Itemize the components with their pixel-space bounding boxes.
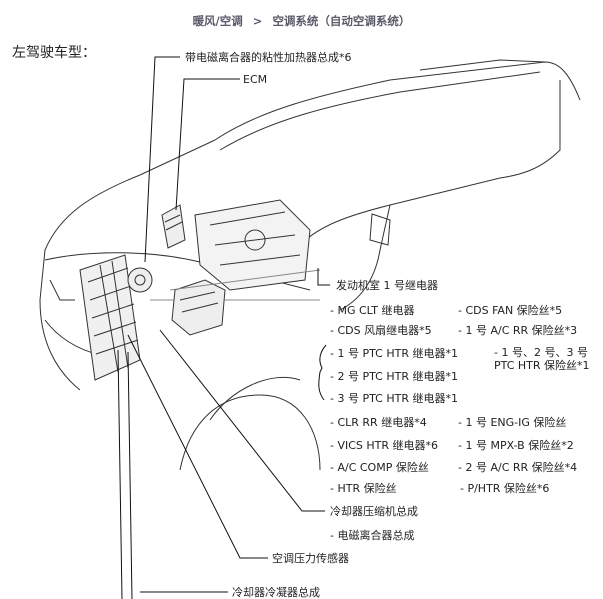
fuse-item: - 1 号、2 号、3 号 PTC HTR 保险丝*1 [494, 346, 590, 372]
relay-item: - VICS HTR 继电器*6 [330, 439, 439, 452]
label-engine-room-relay: 发动机室 1 号继电器 [336, 279, 438, 292]
relay-item: - MG CLT 继电器 [330, 304, 415, 317]
breadcrumb-section[interactable]: 暖风/空调 [192, 14, 243, 28]
fuse-item: - 1 号 ENG-IG 保险丝 [458, 416, 567, 429]
label-pressure-sensor: 空调压力传感器 [272, 552, 349, 565]
relay-block [171, 279, 226, 336]
label-ecm: ECM [243, 73, 268, 86]
relay-item: - 1 号 PTC HTR 继电器*1 [330, 347, 458, 360]
fuse-item: - P/HTR 保险丝*6 [460, 482, 550, 495]
breadcrumb-page[interactable]: 空调系统（自动空调系统） [272, 14, 411, 28]
car-outline [39, 59, 581, 471]
label-viscous-heater: 带电磁离合器的粘性加热器总成*6 [185, 51, 352, 64]
page-title: 左驾驶车型： [12, 45, 96, 61]
fuse-item: - 2 号 A/C RR 保险丝*4 [458, 461, 578, 474]
leader-lines [117, 56, 330, 599]
breadcrumb: 暖风/空调 > 空调系统（自动空调系统） [0, 15, 603, 28]
ecm-unit [161, 204, 186, 249]
label-compressor: 冷却器压缩机总成 [330, 505, 418, 518]
relay-item: - 3 号 PTC HTR 继电器*1 [330, 392, 458, 405]
relay-item: - CLR RR 继电器*4 [330, 416, 427, 429]
fuse-item: - 1 号 MPX-B 保险丝*2 [458, 439, 574, 452]
label-magnetic-clutch: - 电磁离合器总成 [330, 529, 415, 542]
relay-item: - CDS 风扇继电器*5 [330, 324, 432, 337]
label-condenser: 冷却器冷凝器总成 [232, 586, 320, 599]
piping [150, 269, 321, 301]
relay-item: - A/C COMP 保险丝 [330, 461, 429, 474]
fuse-item: - 1 号 A/C RR 保险丝*3 [458, 324, 578, 337]
hvac-unit [194, 199, 311, 291]
condenser-radiator [79, 254, 141, 381]
breadcrumb-separator: > [252, 14, 263, 28]
compressor-unit [127, 267, 153, 293]
fuse-item: - CDS FAN 保险丝*5 [458, 304, 563, 317]
relay-item: - HTR 保险丝 [330, 482, 397, 495]
relay-item: - 2 号 PTC HTR 继电器*1 [330, 370, 458, 383]
